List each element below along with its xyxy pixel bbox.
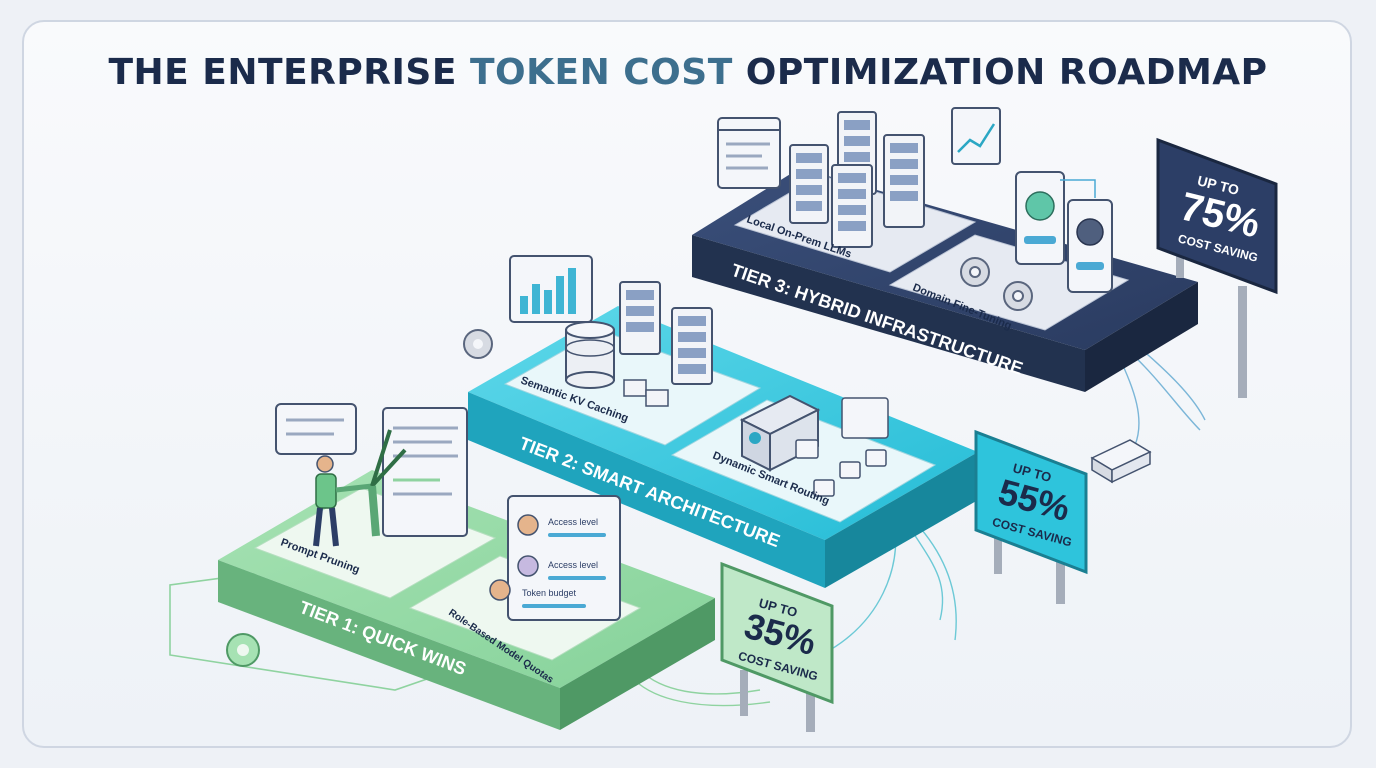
bar-chart-icon [509, 255, 593, 323]
cost-saving-sign-tier-1: UP TO 35% COST SAVING [720, 561, 834, 732]
person-with-shears-icon [313, 429, 407, 547]
cost-saving-sign-tier-3: UP TO 75% COST SAVING [1156, 137, 1278, 398]
gear-icon-tier-1 [226, 633, 260, 667]
database-icon [565, 321, 615, 389]
chat-bubble-icon [275, 403, 357, 455]
quota-panel: Access level Access level Token budget [489, 495, 621, 621]
page-title: THE ENTERPRISE TOKEN COST OPTIMIZATION R… [108, 52, 1268, 93]
document-icon [382, 407, 468, 537]
routing-nodes-icon [795, 397, 889, 497]
quota-label-token-budget: Token budget [522, 588, 577, 598]
quota-label-access-level-2: Access level [548, 560, 598, 570]
server-rack-icons [789, 111, 925, 248]
trend-chart-icon [951, 107, 1001, 165]
gear-icons-tier-3 [960, 257, 1033, 311]
server-rack-icons-tier-2 [619, 281, 713, 407]
gear-icon-tier-2 [463, 329, 493, 359]
quota-label-access-level-1: Access level [548, 517, 598, 527]
network-hub-icon [1090, 439, 1152, 484]
code-window-icon [717, 117, 781, 189]
cost-saving-sign-tier-2: UP TO 55% COST SAVING [974, 429, 1088, 604]
model-card-icons [1015, 171, 1113, 293]
router-device-icon [739, 394, 821, 472]
